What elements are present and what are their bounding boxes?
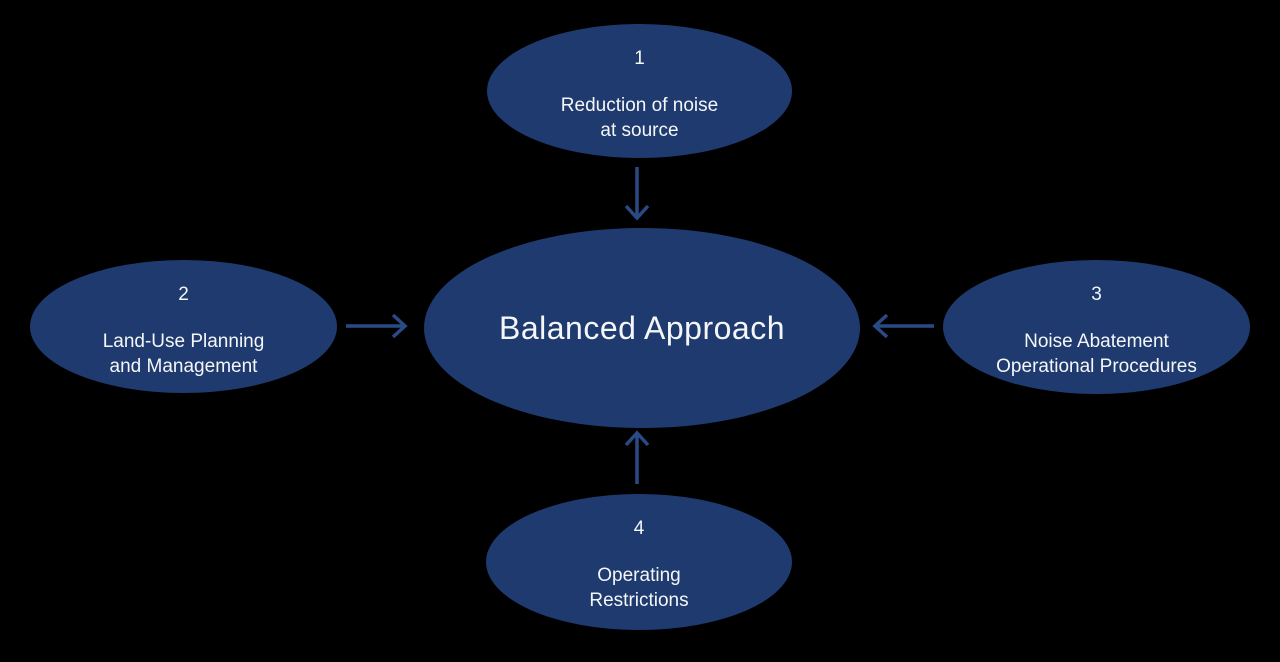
- node-label-line2: at source: [600, 120, 679, 141]
- node-land-use-planning: 2 Land-Use Planning and Management: [30, 260, 337, 393]
- arrow-up-icon: [624, 430, 650, 484]
- node-reduction-of-noise: 1 Reduction of noise at source: [487, 24, 792, 158]
- node-number: 3: [1091, 284, 1102, 305]
- node-label-line1: Operating: [597, 565, 681, 586]
- node-label: Operating Restrictions: [589, 563, 688, 613]
- node-label-line2: Restrictions: [589, 590, 689, 611]
- node-label: Noise Abatement Operational Procedures: [996, 329, 1197, 379]
- arrow-down-icon: [624, 167, 650, 221]
- node-label: Land-Use Planning and Management: [103, 329, 265, 379]
- node-label-line1: Land-Use Planning: [102, 331, 265, 352]
- node-noise-abatement: 3 Noise Abatement Operational Procedures: [943, 260, 1250, 394]
- arrow-right-icon: [346, 313, 408, 339]
- node-number: 4: [633, 518, 645, 539]
- node-label-line1: Noise Abatement: [1024, 331, 1169, 352]
- node-number: 2: [178, 284, 189, 305]
- arrow-left-icon: [872, 313, 934, 339]
- node-label-line2: Operational Procedures: [996, 356, 1197, 377]
- center-node-label: Balanced Approach: [498, 310, 786, 346]
- node-number: 1: [634, 48, 645, 69]
- node-operating-restrictions: 4 Operating Restrictions: [486, 494, 792, 630]
- node-label-line1: Reduction of noise: [560, 95, 719, 116]
- node-balanced-approach-center: Balanced Approach: [424, 228, 860, 428]
- node-label-line2: and Management: [109, 356, 258, 377]
- node-label: Reduction of noise at source: [561, 93, 718, 143]
